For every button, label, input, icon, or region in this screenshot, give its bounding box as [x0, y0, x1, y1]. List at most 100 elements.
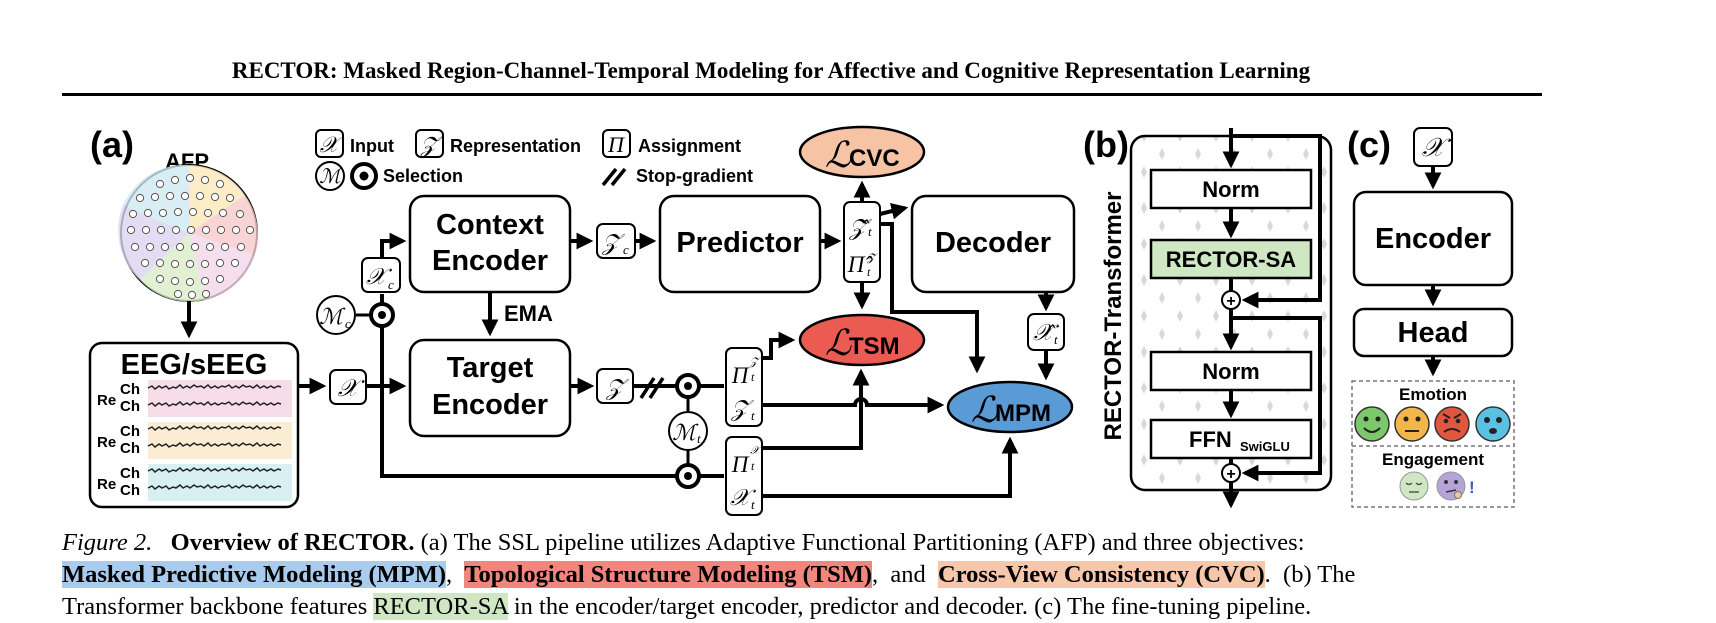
rector-transformer-title: RECTOR-Transformer	[1100, 192, 1127, 441]
caption-line-2: Masked Predictive Modeling (MPM), Topolo…	[62, 559, 1542, 591]
loss-tsm-label: TSM	[849, 333, 900, 360]
caption-figure-label: Figure 2.	[62, 529, 153, 556]
angry-face-icon	[1434, 406, 1470, 442]
eeg-ch-3b: Ch	[120, 482, 140, 499]
loss-cvc-label: CVC	[849, 145, 900, 172]
eeg-box	[88, 341, 300, 509]
legend-selection-label: Selection	[383, 166, 463, 186]
pihat-sup: 𝒵	[866, 252, 878, 264]
eeg-ch-2b: Ch	[120, 440, 140, 457]
plus-1: +	[1226, 293, 1235, 310]
panel-b-label: (b)	[1083, 124, 1129, 165]
pi-z-symbol: Π	[731, 363, 750, 388]
norm-1-label: Norm	[1202, 177, 1259, 202]
header-rule	[62, 93, 1542, 96]
eeg-ch-2a: Ch	[120, 423, 140, 440]
norm-2-box	[1149, 350, 1313, 392]
eeg-title: EEG/sEEG	[121, 349, 268, 381]
pi-z-box	[725, 347, 763, 427]
caption-line-3b: in the encoder/target encoder, predictor…	[507, 593, 1312, 620]
emotion-label: Emotion	[1399, 385, 1467, 404]
panel-c-encoder-label: Encoder	[1375, 223, 1491, 255]
zt-sub: t	[751, 408, 755, 423]
pi-z-sup: 𝒵	[749, 356, 761, 368]
xt-sub: t	[751, 497, 755, 512]
rector-sa-box	[1149, 238, 1313, 280]
caption-line-2-text: . (b) The	[1264, 561, 1356, 588]
ffn-label: FFN	[1189, 427, 1232, 452]
xhat-sub: t	[1054, 332, 1058, 347]
decoder-box	[910, 194, 1076, 294]
caption-and: , and	[872, 561, 939, 588]
decoder-label: Decoder	[935, 227, 1051, 259]
mask-c-symbol: ℳ	[319, 304, 346, 329]
figure-2-diagram: (a) AFP EEG/sEEG Re	[88, 124, 1515, 516]
pi-x-box	[725, 436, 763, 516]
norm-1-box	[1149, 168, 1313, 210]
loss-mpm-ellipse	[946, 380, 1074, 434]
eeg-ch-3a: Ch	[120, 465, 140, 482]
caption-figure-title: Overview of RECTOR.	[170, 529, 415, 556]
engagement-label: Engagement	[1382, 450, 1484, 469]
caption-cvc-highlight: Cross-View Consistency (CVC)	[938, 561, 1265, 588]
predictor-label: Predictor	[676, 227, 803, 259]
eeg-re-2: Re	[97, 434, 116, 451]
legend-representation-label: Representation	[450, 136, 581, 156]
eeg-re-1: Re	[97, 392, 116, 409]
neutral-face-icon	[1394, 406, 1430, 442]
caption-line-1-text: (a) The SSL pipeline utilizes Adaptive F…	[414, 529, 1305, 556]
context-encoder-label-1: Context	[436, 209, 544, 241]
panel-c-label: (c)	[1347, 124, 1391, 165]
mask-t-circle	[668, 411, 708, 451]
caption-tsm-highlight: Topological Structure Modeling (TSM)	[464, 561, 873, 588]
task-output-box	[1351, 380, 1515, 508]
caption-sep-1: ,	[445, 561, 465, 588]
eeg-ch-1a: Ch	[120, 381, 140, 398]
panel-a-label: (a)	[90, 124, 134, 165]
legend-z-symbol: 𝒵	[420, 132, 443, 157]
caption-line-1: Figure 2. Overview of RECTOR. (a) The SS…	[62, 527, 1542, 559]
figure-caption: Figure 2. Overview of RECTOR. (a) The SS…	[62, 527, 1542, 623]
rector-sa-label: RECTOR-SA	[1166, 247, 1296, 272]
ema-label: EMA	[504, 301, 553, 326]
caption-line-3: Transformer backbone features RECTOR-SA …	[62, 591, 1542, 623]
loss-tsm-ellipse	[798, 313, 926, 367]
predictor-box	[658, 194, 822, 294]
pi-z-sub: t	[751, 370, 755, 384]
mask-c-sub: c	[345, 316, 351, 331]
bored-face-icon	[1399, 471, 1429, 501]
pihat-sub: t	[867, 265, 871, 279]
target-encoder-label-1: Target	[447, 352, 534, 384]
mask-t-sub: t	[697, 431, 701, 446]
loss-mpm-label: MPM	[995, 400, 1051, 427]
legend-assignment-label: Assignment	[638, 136, 741, 156]
legend-input-label: Input	[350, 136, 394, 156]
eeg-re-3: Re	[97, 476, 116, 493]
paper-header: RECTOR: Masked Region-Channel-Temporal M…	[231, 58, 1311, 83]
happy-face-icon	[1354, 406, 1390, 442]
loss-cvc-symbol: ℒ	[825, 135, 852, 175]
panel-c-head-label: Head	[1398, 317, 1469, 349]
legend-stop-gradient-label: Stop-gradient	[636, 166, 753, 186]
mask-c-circle	[316, 295, 356, 335]
mask-t-symbol: ℳ	[672, 420, 699, 445]
legend-pi-symbol: Π	[607, 132, 625, 157]
exclamation-mark: !	[1469, 478, 1475, 497]
thinking-face-icon	[1436, 471, 1466, 501]
eeg-ch-1b: Ch	[120, 398, 140, 415]
ffn-box	[1149, 418, 1313, 460]
legend-m-symbol: ℳ	[319, 166, 343, 188]
caption-line-3a: Transformer backbone features	[62, 593, 374, 620]
loss-tsm-symbol: ℒ	[825, 323, 852, 363]
caption-rector-sa-highlight: RECTOR-SA	[373, 593, 508, 620]
afp-electrode-map	[118, 164, 259, 302]
pi-x-symbol: Π	[731, 452, 750, 477]
xc-sub: c	[388, 277, 394, 292]
ffn-sub: SwiGLU	[1240, 439, 1290, 454]
caption-mpm-highlight: Masked Predictive Modeling (MPM)	[62, 561, 446, 588]
stop-gradient-icon	[601, 167, 618, 187]
plus-2: +	[1226, 466, 1235, 483]
norm-2-label: Norm	[1202, 359, 1259, 384]
context-encoder-label-2: Encoder	[432, 245, 548, 277]
pi-x-sub: t	[751, 459, 755, 473]
